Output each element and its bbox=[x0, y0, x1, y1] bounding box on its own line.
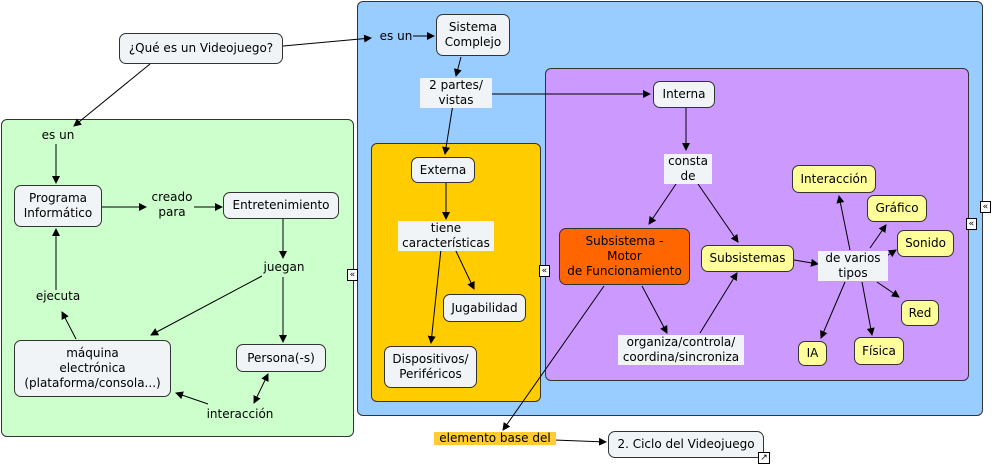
es-un-left-link: es un bbox=[41, 128, 75, 142]
juegan-link: juegan bbox=[263, 260, 305, 274]
elemento-base-link: elemento base del bbox=[434, 432, 556, 445]
collapse-orange-icon[interactable]: « bbox=[539, 265, 550, 277]
que-es-videojuego-node[interactable]: ¿Qué es un Videojuego? bbox=[119, 33, 283, 64]
subsistemas-node[interactable]: Subsistemas bbox=[701, 245, 794, 272]
fisica-node[interactable]: Física bbox=[854, 337, 904, 365]
organiza-link: organiza/controla/ coordina/sincroniza bbox=[618, 335, 744, 365]
es-un-top-link: es un bbox=[379, 29, 413, 43]
purple-panel bbox=[545, 68, 969, 381]
entretenimiento-node[interactable]: Entretenimiento bbox=[223, 192, 339, 219]
collapse-blue-icon-2[interactable]: « bbox=[980, 201, 991, 213]
external-link-icon[interactable]: ↗ bbox=[758, 452, 770, 464]
ciclo-videojuego-node[interactable]: 2. Ciclo del Videojuego bbox=[608, 431, 764, 458]
ia-node[interactable]: IA bbox=[798, 341, 827, 366]
ejecuta-link: ejecuta bbox=[35, 289, 81, 303]
persona-node[interactable]: Persona(-s) bbox=[236, 344, 326, 372]
de-varios-tipos-link: de varios tipos bbox=[818, 251, 888, 281]
creado-para-link: creado para bbox=[151, 190, 193, 219]
collapse-green-icon[interactable]: « bbox=[347, 269, 358, 281]
externa-node[interactable]: Externa bbox=[411, 157, 475, 183]
consta-de-link: consta de bbox=[664, 154, 712, 184]
tiene-caracteristicas-link: tiene características bbox=[398, 221, 494, 251]
dispositivos-node[interactable]: Dispositivos/ Periféricos bbox=[384, 346, 477, 388]
sistema-complejo-node[interactable]: Sistema Complejo bbox=[436, 14, 510, 56]
red-node[interactable]: Red bbox=[901, 300, 939, 326]
dos-partes-link: 2 partes/ vistas bbox=[420, 78, 492, 108]
motor-funcionamiento-node[interactable]: Subsistema - Motor de Funcionamiento bbox=[559, 228, 690, 285]
maquina-electronica-node[interactable]: máquina electrónica (plataforma/consola.… bbox=[14, 340, 171, 397]
jugabilidad-node[interactable]: Jugabilidad bbox=[443, 294, 526, 322]
interaccion-node[interactable]: Interacción bbox=[792, 165, 876, 193]
programa-informatico-node[interactable]: Programa Informático bbox=[14, 185, 102, 227]
interna-node[interactable]: Interna bbox=[653, 81, 715, 108]
grafico-node[interactable]: Gráfico bbox=[867, 195, 927, 222]
collapse-blue-icon[interactable]: « bbox=[966, 218, 977, 230]
sonido-node[interactable]: Sonido bbox=[897, 230, 954, 257]
interaccion-link: interacción bbox=[206, 407, 274, 421]
